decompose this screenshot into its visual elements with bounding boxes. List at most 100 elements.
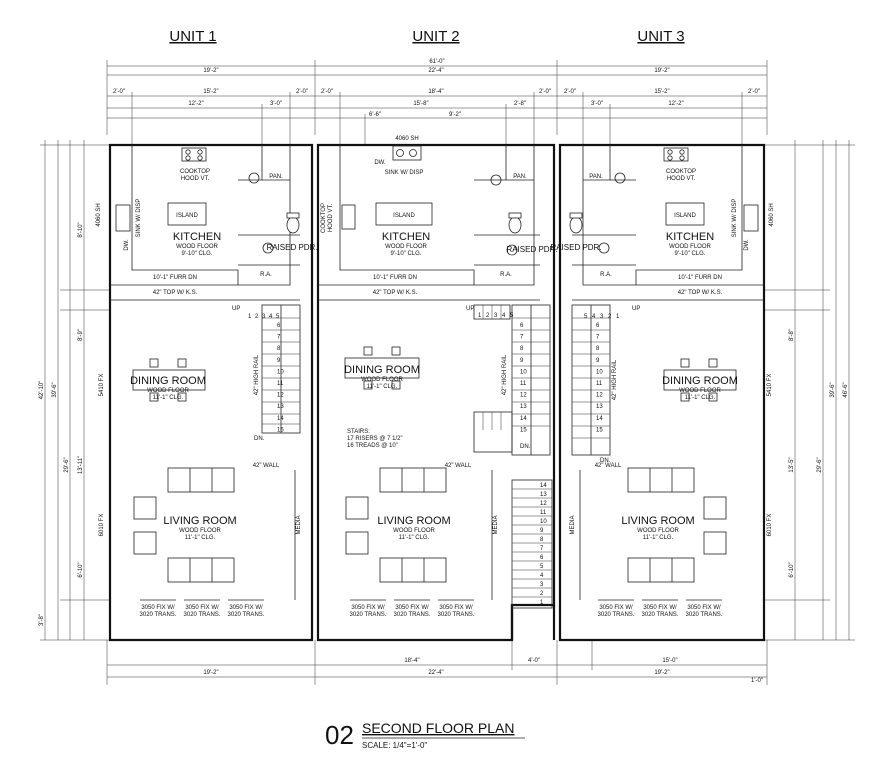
bottom-dimension-lines [106,640,768,685]
dim-u3-right: 2'-0" [748,89,760,95]
dim-left-3-8: 3'-8" [39,614,45,626]
unit-3-stair-number: 6 [596,323,600,329]
unit-1-window-kitchen: 4060 SH [96,203,102,226]
unit-3-dw-label: DW. [744,239,750,251]
unit-3-chair-b [703,531,727,555]
unit-2-kitchen-clg: 9'-10" CLG. [391,251,422,257]
unit-2-lower-stair-number: 4 [540,573,544,579]
unit-2-pan: PAN. [513,174,527,180]
unit-1-dining-floor: WOOD FLOOR [147,388,189,394]
dim-left-39: 39'-6" [52,382,58,397]
unit-3-stair-number: 8 [596,346,600,352]
unit-2-win-a1: 3050 FIX W/ [351,605,385,611]
unit-3-window-kitchen: 4060 SH [769,203,775,226]
unit-1-island [167,202,207,226]
dim-right-8-8: 8'-8" [789,329,795,341]
unit-2-ra: R.A. [500,272,512,278]
dim-left-total: 42'-10" [39,381,45,400]
unit-2-stair-number: 6 [520,323,524,329]
unit-2-stair-number: 15 [520,427,527,433]
unit-1-stair-number: 14 [277,416,284,422]
drawing-number: 02 [325,720,354,750]
unit-2-up: UP [466,306,474,312]
dim-right-13-5: 13'-5" [789,457,795,472]
unit-3-stair-number: 4 [592,314,596,320]
unit-1-living-floor: WOOD FLOOR [179,528,221,534]
unit-3-stair-treads [572,317,610,439]
unit-1-pdr-sink [262,242,274,254]
unit-2-plan: 4060 SH SINK W/ DISP DW. COOKTOP HOOD VT… [318,136,558,618]
unit-3-win-a2: 3020 TRANS. [598,612,635,618]
unit-2-lower-stair-number: 8 [540,537,544,543]
dim-k2: 15'-8" [413,101,428,107]
unit-3-ra: R.A. [600,272,612,278]
unit-1-chair-b [133,531,157,555]
unit-3-win-c1: 3050 FIX W/ [687,605,721,611]
unit-3-stair-number: 15 [596,427,603,433]
unit-2-window-kitchen: 4060 SH [395,136,418,142]
dim-unit3-inner: 15'-2" [654,89,669,95]
unit-3-kitchen-label: KITCHEN [666,231,714,243]
dim-unit3-width: 19'-2" [654,68,669,74]
unit-1-island-label: ISLAND [176,213,198,219]
unit-3-fx-5410: 5410 FX [767,374,773,397]
unit-1-fx-5410: 5410 FX [99,374,105,397]
unit-1-stair-number: 15 [277,427,284,433]
unit-3-win-b2: 3020 TRANS. [642,612,679,618]
unit-2-lower-stair-number: 9 [540,528,544,534]
unit-2-stair-number: 5 [510,313,514,319]
unit-2-cooktop [341,204,356,230]
unit-2-lower-stair-number: 1 [540,600,544,606]
unit-2-win-b2: 3020 TRANS. [394,612,431,618]
unit-3-plan: COOKTOP HOOD VT. SINK W/ DISP DW. 4060 S… [550,145,775,618]
dim-bottom-u3a: 15'-0" [662,658,677,664]
dim-left-6-10: 6'-10" [78,562,84,577]
dim-unit2-width: 22'-4" [428,68,443,74]
unit-2-furr: 10'-1" FURR DN [373,275,417,281]
top-dimension-lines [106,60,768,145]
unit-1-win-c1: 3050 FIX W/ [229,605,263,611]
unit-3-up: UP [632,306,640,312]
unit-2-island [375,202,433,226]
unit-2-lower-stair-number: 13 [540,492,547,498]
unit-1-win-b1: 3050 FIX W/ [185,605,219,611]
unit-2-media: MEDIA [493,515,499,534]
unit-1-stair-number: 3 [262,314,266,320]
unit-2-chair-a [345,496,369,520]
dim-k3a: 3'-0" [591,101,603,107]
dim-right-6-10: 6'-10" [789,562,795,577]
unit-2-stairs-note-3: 16 TREADS @ 10" [347,443,398,449]
dim-k1: 12'-2" [188,101,203,107]
unit-2-title: UNIT 2 [412,28,459,45]
unit-2-win-c2: 3020 TRANS. [438,612,475,618]
unit-1-kitchen-clg: 9'-10" CLG. [182,251,213,257]
unit-3-cooktop-label: COOKTOP [666,169,696,175]
unit-2-pdr: RAISED PDR. [506,245,557,254]
unit-2-pdr-sink [506,244,518,256]
unit-2-lower-stair-number: 11 [540,510,547,516]
unit-3-stair-number: 7 [596,335,600,341]
unit-1-stair-number: 4 [269,314,273,320]
unit-2-lower-stair-number: 12 [540,501,547,507]
dim-right-29: 29'-6" [817,457,823,472]
unit-3-sofa-top [627,467,695,493]
unit-1-stair-number: 6 [277,323,281,329]
dim-unit1-inner: 15'-2" [203,89,218,95]
unit-3-island-label: ISLAND [674,213,696,219]
unit-2-sofa-top [379,467,447,493]
unit-1-win-c2: 3020 TRANS. [228,612,265,618]
drawing-title: SECOND FLOOR PLAN [362,720,514,736]
unit-3-dining-clg: 11'-1" CLG. [685,395,716,401]
unit-3-stair-number: 9 [596,358,600,364]
unit-2-stair-number: 3 [494,313,498,319]
unit-1-up: UP [232,306,240,312]
unit-2-lower-stair-number: 7 [540,546,544,552]
dim-bottom-u3: 19'-2" [654,670,669,676]
dim-k2b: 2'-8" [514,101,526,107]
unit-1-living-label: LIVING ROOM [163,515,236,527]
unit-3-furr: 10'-1" FURR DN [678,275,722,281]
unit-1-fx-6010: 6010 FX [99,514,105,537]
unit-1-stair-number: 2 [255,314,259,320]
unit-1-pdr: RAISED PDR. [266,243,317,252]
